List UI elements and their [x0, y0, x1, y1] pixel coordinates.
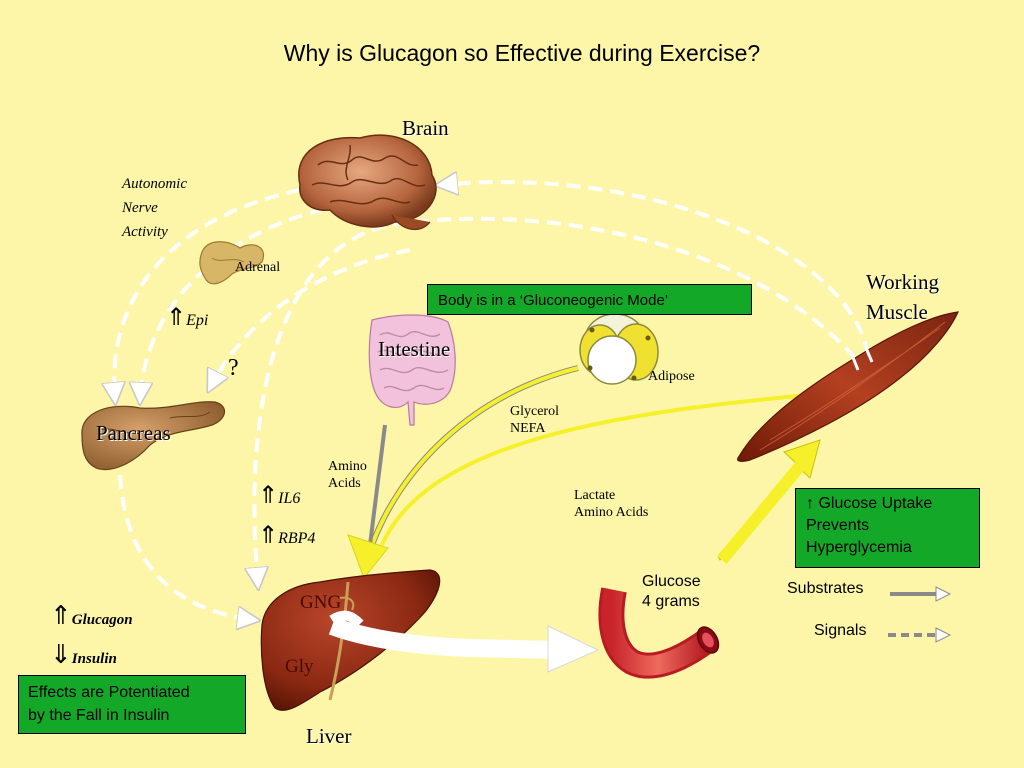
rbp4-label: RBP4	[278, 530, 316, 547]
brain-label: Brain	[402, 116, 449, 140]
up-arrow-icon: ⇑	[166, 303, 187, 331]
substrate-lactate	[380, 390, 841, 546]
lactate-amino-label: Lactate Amino Acids	[574, 487, 648, 521]
glucose-line1: Glucose	[642, 573, 701, 590]
signal-pancreas-to-liver	[118, 474, 255, 620]
glucose-amount-label: Glucose 4 grams	[642, 572, 701, 612]
gluconeogenic-mode-box: Body is in a ‘Gluconeogenic Mode’	[427, 284, 752, 315]
signal-muscle-to-brain	[440, 182, 870, 356]
signal-arrows	[114, 182, 870, 620]
il6-label: IL6	[278, 490, 301, 507]
potentiated-line2: by the Fall in Insulin	[28, 707, 170, 724]
autonomic-line1: Autonomic	[122, 176, 187, 192]
gly-label: Gly	[285, 656, 314, 677]
uptake-line3: Hyperglycemia	[806, 539, 912, 556]
glucagon-label: Glucagon	[71, 612, 133, 628]
legend-arrows	[888, 586, 952, 643]
question-mark: ?	[228, 355, 239, 381]
autonomic-line3: Activity	[122, 224, 168, 240]
small-up-arrow-icon: ↑	[806, 495, 814, 512]
up-arrow-icon: ⇑	[258, 481, 279, 509]
blood-vessel-icon	[598, 587, 720, 679]
glucagon-increase: ⇑Glucagon	[50, 601, 133, 631]
up-arrow-icon: ⇑	[258, 521, 279, 549]
up-arrow-icon: ⇑	[50, 601, 72, 631]
intestine-label: Intestine	[378, 337, 451, 361]
uptake-line1-text: Glucose Uptake	[818, 495, 933, 512]
signal-to-pancreas-question	[210, 248, 411, 388]
glucose-uptake-box: ↑ Glucose Uptake Prevents Hyperglycemia	[795, 488, 980, 568]
lactate-amino-acids-label: Amino Acids	[574, 505, 649, 520]
page-title: Why is Glucagon so Effective during Exer…	[283, 40, 761, 66]
legend-substrates-label: Substrates	[787, 580, 864, 597]
amino-line2: Acids	[328, 476, 361, 491]
epi-label: Epi	[186, 312, 209, 329]
muscle-icon	[737, 311, 959, 462]
gng-label: GNG	[300, 592, 342, 613]
rbp4-increase: ⇑RBP4	[258, 521, 315, 549]
adipose-icon	[579, 313, 659, 385]
adrenal-label: Adrenal	[235, 260, 281, 275]
brain-icon	[298, 134, 437, 231]
il6-increase: ⇑IL6	[258, 481, 300, 509]
glucose-line2: 4 grams	[642, 593, 700, 610]
glycerol-nefa-label: Glycerol NEFA	[510, 403, 559, 437]
signal-muscle-to-liver	[254, 216, 857, 585]
lactate-label: Lactate	[574, 488, 616, 503]
liver-label: Liver	[306, 724, 352, 748]
uptake-line2: Prevents	[806, 517, 870, 534]
insulin-potentiation-box: Effects are Potentiated by the Fall in I…	[18, 675, 246, 734]
amino-line1: Amino	[328, 459, 367, 474]
epi-increase: ⇑Epi	[166, 303, 208, 331]
autonomic-line2: Nerve	[122, 200, 158, 216]
insulin-label: Insulin	[71, 651, 117, 667]
substrate-arrows	[347, 365, 841, 580]
pancreas-label: Pancreas	[96, 421, 171, 445]
uptake-line1: ↑ Glucose Uptake	[806, 493, 979, 515]
working-muscle-label-line2: Muscle	[866, 300, 928, 324]
legend-signals-label: Signals	[814, 622, 867, 639]
signal-brain-to-pancreas-left	[114, 188, 301, 400]
adrenal-gland-icon	[199, 241, 264, 285]
working-muscle-label-line1: Working	[866, 270, 939, 294]
glycerol-label: Glycerol	[510, 404, 559, 419]
nefa-label: NEFA	[510, 421, 546, 436]
amino-acids-label: Amino Acids	[328, 458, 367, 492]
potentiated-line1: Effects are Potentiated	[28, 684, 190, 701]
down-arrow-icon: ⇓	[50, 640, 72, 670]
signal-brain-to-pancreas-right	[140, 203, 346, 400]
autonomic-nerve-label: Autonomic Nerve Activity	[122, 172, 187, 244]
substrate-amino-acids	[368, 424, 387, 546]
insulin-decrease: ⇓Insulin	[50, 640, 117, 670]
pancreas-icon	[81, 401, 225, 471]
glucose-output-arrow	[328, 610, 600, 673]
adipose-label: Adipose	[648, 369, 695, 384]
intestine-icon	[368, 314, 456, 426]
